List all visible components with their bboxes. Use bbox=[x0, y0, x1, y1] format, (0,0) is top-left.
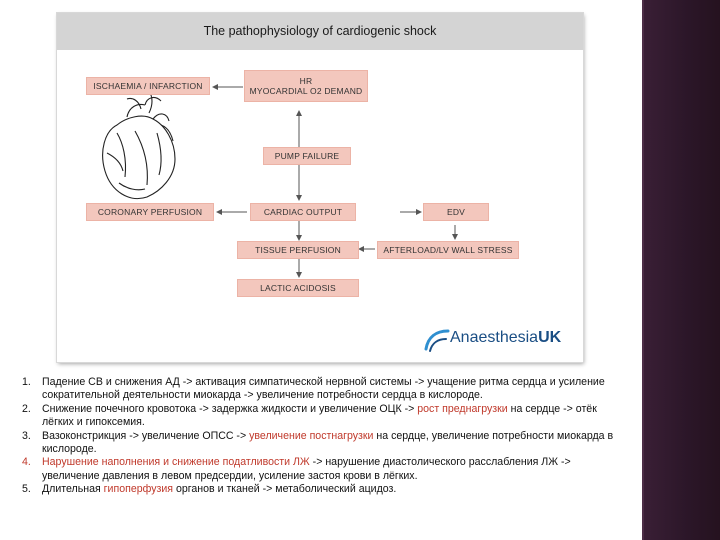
list-item-highlight: рост преднагрузки bbox=[417, 402, 508, 415]
list-item-number: 3. bbox=[22, 429, 31, 442]
list-item: 4. Нарушение наполнения и снижение податл… bbox=[22, 456, 622, 483]
list-item-number: 1. bbox=[22, 376, 31, 388]
heart-illustration bbox=[102, 90, 176, 199]
list-item-highlight: увеличение постнагрузки bbox=[249, 429, 374, 442]
list-item: 5. Длительная гипоперфузия органов и ткан… bbox=[22, 483, 622, 496]
box-pump-failure: PUMP FAILURE bbox=[263, 147, 351, 165]
box-hr-line2: MYOCARDIAL O2 DEMAND bbox=[249, 86, 363, 96]
box-ischaemia: ISCHAEMIA / INFARCTION bbox=[86, 77, 210, 95]
mechanism-list: 1. Падение СВ и снижения АД -> активация … bbox=[22, 376, 622, 497]
anaesthesia-uk-logo: AnaesthesiaUK bbox=[422, 323, 582, 355]
list-item-text: Снижение почечного кровотока -> задержка… bbox=[42, 402, 418, 415]
figure-title: The pathophysiology of cardiogenic shock bbox=[57, 13, 583, 50]
list-item: 2. Снижение почечного кровотока -> задерж… bbox=[22, 403, 622, 430]
pathophysiology-figure: The pathophysiology of cardiogenic shock bbox=[57, 13, 583, 362]
logo-prefix: Anaesthesia bbox=[450, 329, 539, 346]
list-item-text: -> нарушение диастолического расслаблени… bbox=[42, 456, 571, 482]
decorative-sidebar bbox=[642, 0, 720, 540]
box-afterload: AFTERLOAD/LV WALL STRESS bbox=[377, 241, 519, 259]
list-item-text: на сердце -> отёк лёгких и гипоксемия. bbox=[42, 402, 597, 429]
list-item-number: 5. bbox=[22, 483, 31, 496]
list-item-highlight: Нарушение наполнения и снижение податлив… bbox=[42, 456, 310, 469]
box-cardiac-output: CARDIAC OUTPUT bbox=[250, 203, 356, 221]
box-tissue-perfusion: TISSUE PERFUSION bbox=[237, 241, 359, 259]
box-hr-demand: HR MYOCARDIAL O2 DEMAND bbox=[244, 70, 368, 102]
logo-swoosh-icon bbox=[424, 329, 450, 352]
box-lactic-acidosis: LACTIC ACIDOSIS bbox=[237, 279, 359, 297]
list-item-text: на сердце, увеличение потребности миокар… bbox=[42, 429, 614, 456]
list-item-text: органов и тканей -> метаболический ацидо… bbox=[173, 483, 397, 496]
list-item: 3.Вазоконстрикция -> увеличение ОПСС -> … bbox=[22, 430, 622, 457]
list-item-text: Вазоконстрикция -> увеличение ОПСС -> bbox=[42, 429, 250, 442]
logo-text: AnaesthesiaUK bbox=[450, 329, 561, 347]
list-item: 1. Падение СВ и снижения АД -> активация … bbox=[22, 376, 622, 403]
list-item-text: Падение СВ и снижения АД -> активация си… bbox=[42, 376, 605, 402]
list-item-text: Длительная bbox=[42, 483, 104, 496]
box-hr-line1: HR bbox=[299, 76, 313, 86]
box-coronary-perfusion: CORONARY PERFUSION bbox=[86, 203, 214, 221]
list-item-number: 2. bbox=[22, 402, 31, 415]
box-edv: EDV bbox=[423, 203, 489, 221]
list-item-number: 4. bbox=[22, 456, 31, 469]
logo-suffix: UK bbox=[538, 329, 562, 346]
list-item-highlight: гипоперфузия bbox=[103, 483, 174, 496]
flow-arrows bbox=[102, 84, 458, 278]
